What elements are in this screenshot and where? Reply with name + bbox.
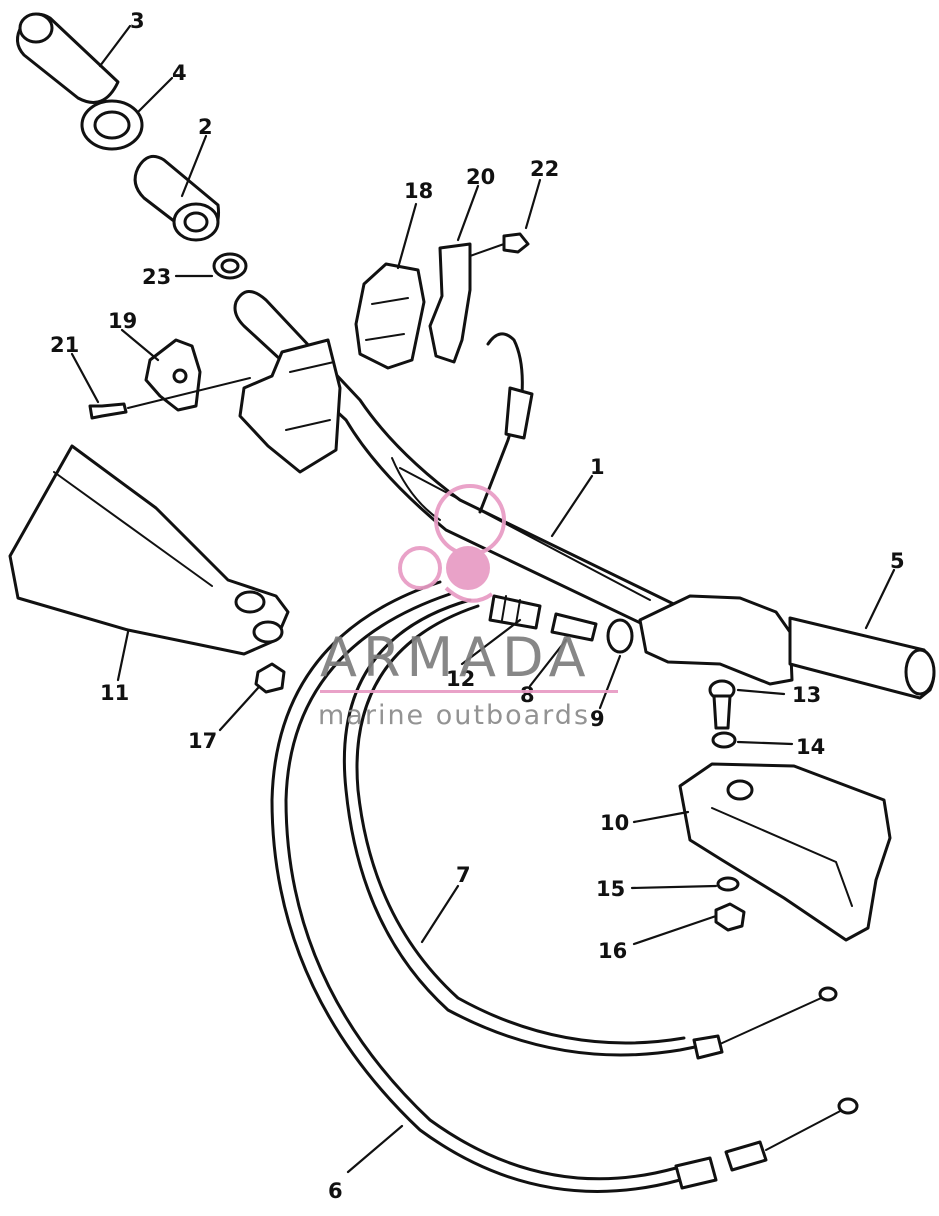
part-11-hand-guard-left <box>8 444 290 656</box>
callout-2: 2 <box>198 115 213 139</box>
callout-labels: 3 4 2 18 20 22 23 19 21 1 5 11 12 8 9 13… <box>50 9 905 1203</box>
callout-13: 13 <box>792 683 821 707</box>
part-9-boot <box>606 618 634 654</box>
callout-12: 12 <box>446 667 475 691</box>
left-switch-housing <box>238 338 342 474</box>
part-2-throttle-grip <box>133 154 221 242</box>
watermark-underline <box>320 690 618 693</box>
callout-5: 5 <box>890 549 905 573</box>
callout-15: 15 <box>596 877 625 901</box>
clutch-cable-short <box>478 332 534 514</box>
callout-6: 6 <box>328 1179 343 1203</box>
callout-10: 10 <box>600 811 629 835</box>
watermark-brand: ARMADA <box>320 626 592 689</box>
callout-21: 21 <box>50 333 79 357</box>
callout-20: 20 <box>466 165 495 189</box>
part-3-grip-end <box>16 12 120 104</box>
part-10-hand-guard-right <box>678 762 892 942</box>
part-7-throttle-cable <box>342 598 838 1060</box>
part-13-bolt <box>708 679 736 730</box>
callout-8: 8 <box>520 683 535 707</box>
callout-1: 1 <box>590 455 605 479</box>
callout-14: 14 <box>796 735 825 759</box>
part-23-collar <box>212 252 248 280</box>
callout-3: 3 <box>130 9 145 33</box>
armada-logo-icon <box>398 484 506 603</box>
callout-17: 17 <box>188 729 217 753</box>
part-6-clutch-cable <box>270 580 859 1193</box>
callout-18: 18 <box>404 179 433 203</box>
part-16-nut <box>714 902 746 932</box>
part-20-lever <box>428 242 472 364</box>
callout-7: 7 <box>456 863 471 887</box>
leader-lines <box>70 24 896 1174</box>
callout-19: 19 <box>108 309 137 333</box>
part-4-ring <box>80 99 144 151</box>
part-14-washer <box>711 731 737 749</box>
callout-11: 11 <box>100 681 129 705</box>
part-19-bracket <box>144 338 202 412</box>
callout-23: 23 <box>142 265 171 289</box>
callout-16: 16 <box>598 939 627 963</box>
part-22-bolt <box>469 232 530 257</box>
callout-22: 22 <box>530 157 559 181</box>
part-21-screw <box>88 377 251 420</box>
watermark-tagline: marine outboards <box>318 700 590 731</box>
part-15-washer <box>716 876 740 892</box>
callout-4: 4 <box>172 61 187 85</box>
callout-9: 9 <box>590 707 605 731</box>
part-18-lever-holder <box>354 262 426 370</box>
watermark: ARMADA marine outboards <box>318 484 618 731</box>
part-8-locknut <box>550 612 598 642</box>
part-5-right-grip <box>638 594 936 700</box>
part-12-adjuster <box>488 594 542 630</box>
part-17-nut <box>254 662 286 694</box>
